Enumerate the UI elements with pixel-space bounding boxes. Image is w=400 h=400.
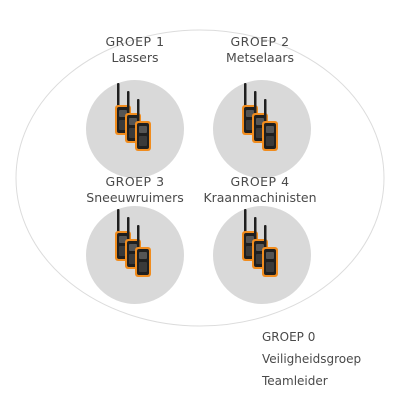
group-2: GROEP 2 Metselaars <box>200 34 320 65</box>
group-title: GROEP 3 <box>105 174 165 189</box>
group-title: GROEP 4 <box>230 174 290 189</box>
group-3: GROEP 3 Sneeuwruimers <box>75 174 195 205</box>
group-1: GROEP 1 Lassers <box>75 34 195 65</box>
walkie-talkie-icon <box>135 225 151 277</box>
walkie-talkie-icon <box>262 99 278 151</box>
walkie-talkie-icon <box>135 99 151 151</box>
group-name: Kraanmachinisten <box>203 190 317 205</box>
walkie-talkie-icon <box>262 225 278 277</box>
group-name: Metselaars <box>225 50 295 65</box>
group-0-line1: Veiligheidsgroep <box>262 352 362 366</box>
group-name: Lassers <box>111 50 159 65</box>
group-0-title: GROEP 0 <box>262 330 316 344</box>
group-name: Sneeuwruimers <box>86 190 184 205</box>
group-0-line2: Teamleider <box>262 374 328 388</box>
group-title: GROEP 1 <box>105 34 165 49</box>
group-4: GROEP 4 Kraanmachinisten <box>200 174 320 205</box>
group-title: GROEP 2 <box>230 34 290 49</box>
